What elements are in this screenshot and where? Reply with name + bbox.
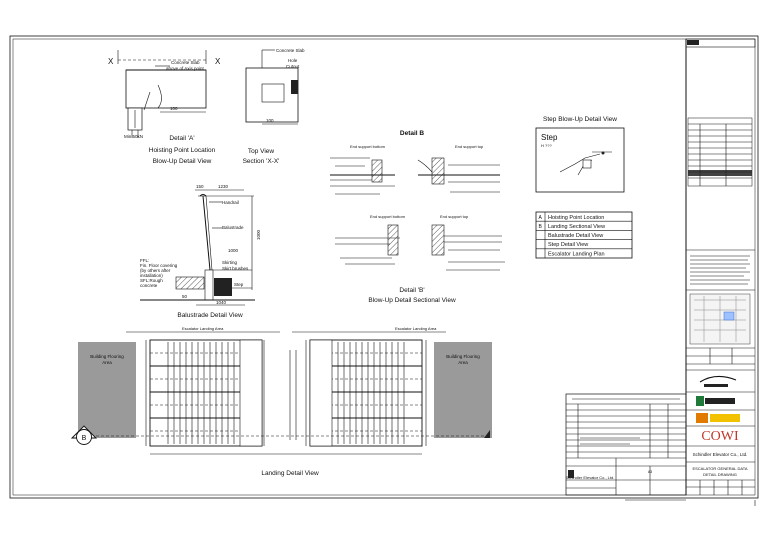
step-view-sublabel: H ??? xyxy=(541,143,552,148)
building-floor-left xyxy=(78,342,136,438)
hole-label-1: Hole xyxy=(288,58,298,63)
contractor-name: Schindler Elevator Co., Ltd. xyxy=(693,452,748,457)
top-slab-label: Concrete Slab xyxy=(276,48,305,53)
legend-value-3: Step Detail View xyxy=(548,242,588,248)
cowi-logo: COWI xyxy=(701,429,739,444)
floor-left-label-1: Building Flooring xyxy=(90,354,124,359)
legend-value-0: Hoisting Point Location xyxy=(548,215,604,221)
step-view-frame xyxy=(535,127,625,193)
step-view-label: Step xyxy=(541,133,558,142)
top-view-title-2: Section 'X-X' xyxy=(243,158,280,165)
detail-b-label-lr: End support top xyxy=(440,214,469,219)
dim-100-a: 100 xyxy=(170,106,178,111)
floor-left-label-2: Area xyxy=(102,360,112,365)
min-load-label: Min 50kN xyxy=(124,134,143,139)
detail-b-caption-1: Detail 'B' xyxy=(399,287,424,294)
landing-area-right: Escalator Landing Area xyxy=(395,326,437,331)
legend-value-1: Landing Sectional View xyxy=(548,224,605,230)
detail-a: X X 100 Concrete Slab above of Axis poin… xyxy=(108,50,221,165)
concrete-slab xyxy=(125,69,207,109)
ffl-line-2: Fin. Floor covering xyxy=(140,263,178,268)
balustrade-detail: 150 1230 Handrail Balustrade 1000 1000 S… xyxy=(140,184,261,319)
hole-label-2: Cutout xyxy=(286,64,300,69)
detail-b: Detail B End support bottom End support … xyxy=(330,130,505,304)
section-marker-right: X xyxy=(215,57,221,66)
handrail-label: Handrail xyxy=(222,200,239,205)
section-marker-left: X xyxy=(108,57,114,66)
step-view-title: Step Blow-Up Detail View xyxy=(543,116,617,123)
detail-b-title: Detail B xyxy=(400,130,425,137)
ffl-line-1: FFL: xyxy=(140,258,149,263)
dim-1230: 1230 xyxy=(218,184,229,189)
title-strip: COWI Schindler Elevator Co., Ltd. ESCALA… xyxy=(685,38,756,495)
detail-a-title-1: Detail 'A' xyxy=(169,135,194,142)
dim-1040: 1040 xyxy=(216,300,227,305)
dim-top-small: 150 xyxy=(196,184,204,189)
ffl-line-5: SFL:Rough xyxy=(140,278,163,283)
floor-right-label-1: Building Flooring xyxy=(446,354,480,359)
drawing-title-1: ESCALATOR GENERAL DATA xyxy=(692,466,747,471)
detail-b-label-ll: End support bottom xyxy=(370,214,406,219)
floor-right-label-2: Area xyxy=(458,360,468,365)
legend-value-4: Escalator Landing Plan xyxy=(548,252,605,258)
detail-a-title-3: Blow-Up Detail View xyxy=(153,158,212,165)
approval-table: Schindler Elevator Co., Ltd. A3 xyxy=(566,393,687,501)
detail-b-caption-2: Blow-Up Detail Sectional View xyxy=(368,297,456,304)
ffl-line-4: installation) xyxy=(140,273,163,278)
dim-1000: 1000 xyxy=(228,248,239,253)
dim-right: 1000 xyxy=(256,229,261,240)
dim-100-top: 100 xyxy=(266,118,274,123)
hole-cutout xyxy=(261,83,285,103)
legend-value-2: Balustrade Detail View xyxy=(548,233,603,239)
landing-title: Landing Detail View xyxy=(261,470,319,477)
client-logo-text: Schindler Elevator Co., Ltd. xyxy=(566,475,615,480)
dim-50: 50 xyxy=(182,294,188,299)
balustrade-label: Balustrade xyxy=(222,225,244,230)
landing-detail: Building Flooring Area Building Flooring… xyxy=(70,326,492,477)
drawing-title-2: DETAIL DRAWING xyxy=(703,472,737,477)
step-label: Step xyxy=(234,282,244,287)
sheet-scale: A3 xyxy=(648,470,652,474)
outer-border xyxy=(9,35,759,499)
top-view: Concrete Slab Hole Cutout 100 Top View S… xyxy=(243,48,305,165)
inner-border xyxy=(12,38,756,496)
landing-area-left: Escalator Landing Area xyxy=(182,326,224,331)
step-view: Step Blow-Up Detail View Step H ??? xyxy=(535,116,625,193)
detail-a-title-2: Hoisting Point Location xyxy=(149,147,216,154)
slab-label-1: Concrete Slab xyxy=(171,60,200,65)
legend-table: A Hoisting Point Location B Landing Sect… xyxy=(535,211,633,259)
skirting-label-2: Skirt brushes xyxy=(222,266,249,271)
ffl-line-3: (by others after xyxy=(140,268,171,273)
balustrade-title: Balustrade Detail View xyxy=(177,312,243,319)
legend-key-1: B xyxy=(539,224,543,230)
section-marker-b xyxy=(76,429,92,445)
detail-b-label-ur: End support top xyxy=(455,144,484,149)
slab-label-2: above of Axis point xyxy=(166,66,205,71)
skirting-label-1: Skirting xyxy=(222,260,238,265)
step-block xyxy=(214,278,232,296)
section-marker-b-label: B xyxy=(82,435,87,442)
detail-b-label-ul: End support bottom xyxy=(350,144,386,149)
top-view-title-1: Top View xyxy=(248,148,275,155)
legend-key-0: A xyxy=(539,215,543,221)
ffl-line-6: concrete xyxy=(140,283,158,288)
building-floor-right xyxy=(434,342,492,438)
